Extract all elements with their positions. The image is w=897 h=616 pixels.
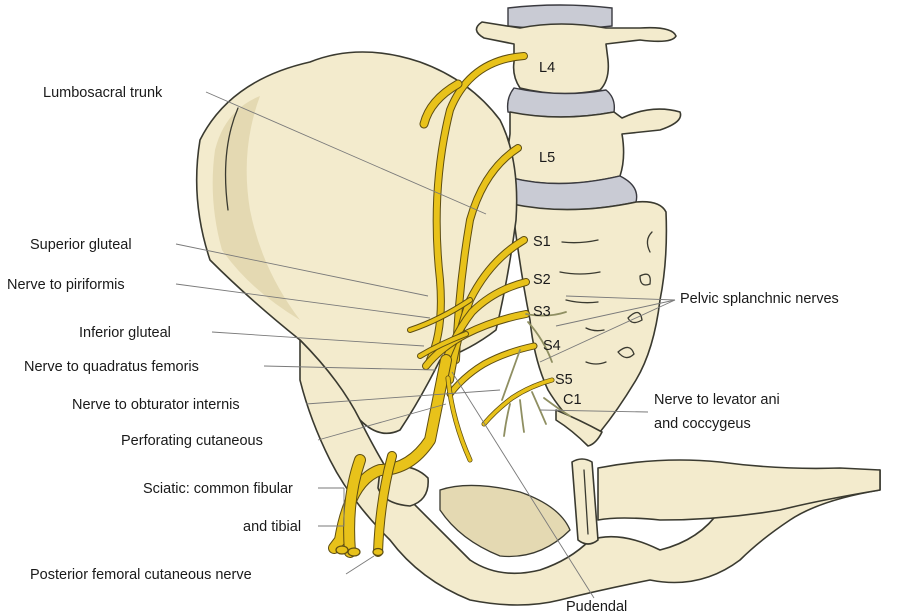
s4-root: [450, 346, 534, 394]
label-levator-ani-line2: and coccygeus: [654, 416, 751, 432]
label-pelvic-splanchnic-nerves: Pelvic splanchnic nerves: [680, 291, 839, 307]
label-levator-ani-line1: Nerve to levator ani: [654, 392, 780, 408]
label-s5: S5: [555, 372, 573, 388]
label-perforating-cutaneous: Perforating cutaneous: [121, 433, 263, 449]
levator-branch-2: [520, 400, 524, 432]
label-posterior-femoral-cutaneous: Posterior femoral cutaneous nerve: [30, 567, 252, 583]
s5-root: [484, 380, 552, 424]
label-s4: S4: [543, 338, 561, 354]
label-s1: S1: [533, 234, 551, 250]
levator-branch-1: [532, 392, 546, 424]
label-sciatic-line1: Sciatic: common fibular: [143, 481, 293, 497]
label-superior-gluteal: Superior gluteal: [30, 237, 132, 253]
pudendal-nerve-edge: [448, 378, 470, 460]
vertebra-l5: [508, 109, 680, 183]
label-l4: L4: [539, 60, 555, 76]
label-sciatic-line2: and tibial: [243, 519, 301, 535]
right-labels: Pelvic splanchnic nerves Nerve to levato…: [654, 291, 839, 432]
s5-root-edge: [484, 380, 552, 424]
label-l5: L5: [539, 150, 555, 166]
nerve-cut-end-3: [373, 549, 383, 556]
label-s3: S3: [533, 304, 551, 320]
leader-posterior-femoral: [346, 556, 374, 574]
label-s2: S2: [533, 272, 551, 288]
pubic-ramus-right: [598, 460, 880, 520]
label-nerve-to-quadratus-femoris: Nerve to quadratus femoris: [24, 359, 199, 375]
nerve-cut-end-2: [348, 548, 360, 556]
label-inferior-gluteal: Inferior gluteal: [79, 325, 171, 341]
pubic-symphysis: [572, 459, 598, 544]
s4-root-edge: [450, 346, 534, 394]
label-pudendal: Pudendal: [566, 599, 627, 615]
label-nerve-to-piriformis: Nerve to piriformis: [7, 277, 125, 293]
label-lumbosacral-trunk: Lumbosacral trunk: [43, 85, 163, 101]
levator-branch-3: [504, 404, 510, 436]
label-c1: C1: [563, 392, 582, 408]
nerve-cut-end-1: [336, 546, 348, 554]
bottom-labels: Pudendal: [566, 599, 627, 615]
label-nerve-to-obturator-internis: Nerve to obturator internis: [72, 397, 240, 413]
